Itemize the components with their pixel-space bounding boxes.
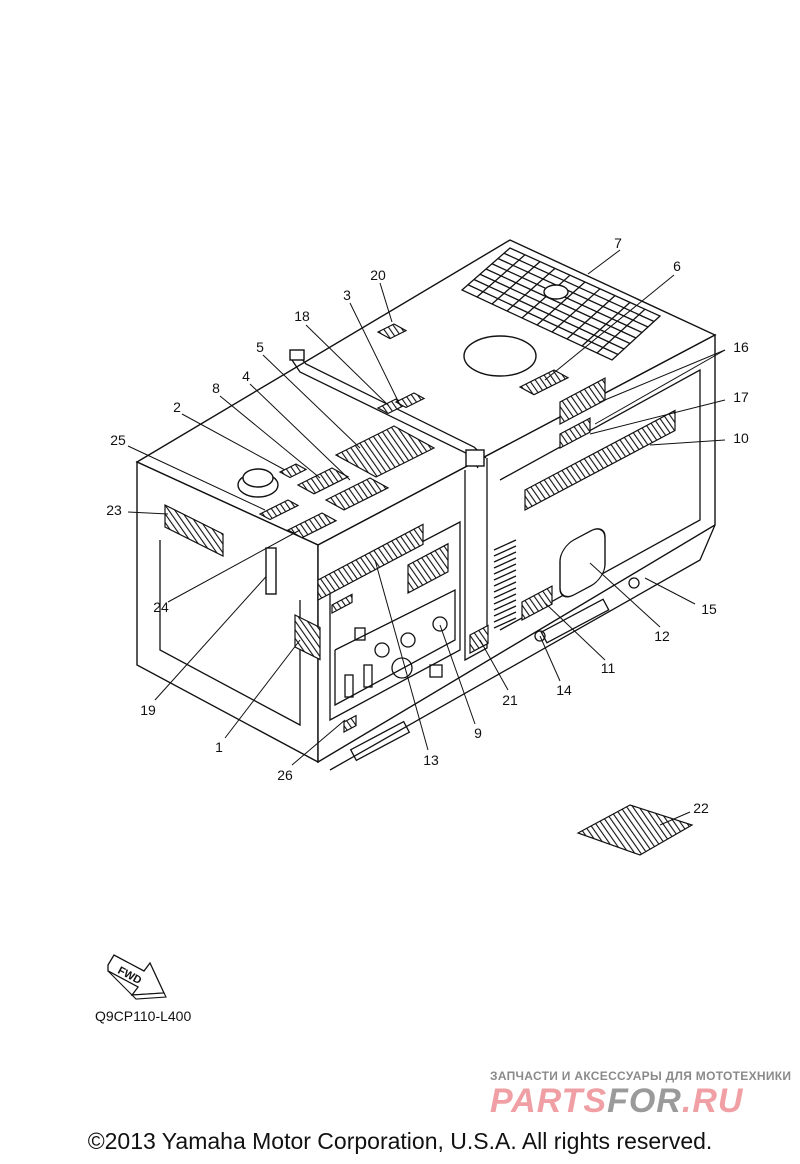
callout-13: 13 (423, 752, 439, 768)
grille-rib (581, 301, 631, 347)
fuel-cap (237, 468, 279, 498)
vent-slot (493, 563, 517, 575)
callout-10: 10 (733, 430, 749, 446)
grille-rib (566, 295, 616, 340)
grille-rib (491, 261, 541, 305)
copyright: ©2013 Yamaha Motor Corporation, U.S.A. A… (87, 1128, 713, 1154)
grille-rib (506, 267, 556, 312)
handle-recess (559, 528, 606, 598)
decal-3 (394, 392, 426, 409)
callout-24: 24 (153, 599, 169, 615)
decal-2 (278, 463, 308, 479)
vent-slot (493, 599, 517, 611)
decal-small (331, 593, 353, 614)
small-cap (543, 284, 569, 300)
callout-16: 16 (733, 339, 749, 355)
lifting-handle (289, 349, 487, 469)
callout-15: 15 (701, 601, 717, 617)
vent-slot (493, 557, 517, 569)
vent-grille (460, 247, 662, 361)
vent-slot (493, 617, 517, 629)
decal-9 (407, 542, 449, 594)
callout-25: 25 (110, 432, 126, 448)
callouts: 1 2 3 4 5 6 7 8 9 10 11 12 13 14 15 16 1… (106, 235, 749, 816)
callout-3: 3 (343, 287, 351, 303)
decal-23 (164, 504, 224, 557)
callout-12: 12 (654, 628, 670, 644)
callout-11: 11 (601, 660, 616, 676)
decal-17 (559, 417, 591, 449)
decal-26 (343, 714, 357, 733)
radiator-cap (463, 335, 537, 377)
decal-11 (521, 585, 553, 621)
grille-rib (551, 288, 601, 333)
callout-22: 22 (693, 800, 709, 816)
decal-25 (258, 499, 300, 521)
watermark-tagline: ЗАПЧАСТИ И АКСЕССУАРЫ ДЛЯ МОТОТЕХНИКИ (490, 1069, 792, 1083)
decal-8 (296, 467, 350, 495)
vent-slot (493, 551, 517, 563)
watermark-brand-ru: .RU (681, 1082, 744, 1120)
decal-5 (334, 425, 436, 478)
vent-slot (493, 605, 517, 617)
callout-23: 23 (106, 502, 122, 518)
callout-4: 4 (242, 368, 250, 384)
vent-slot (493, 539, 517, 551)
callout-20: 20 (370, 267, 386, 283)
callout-14: 14 (556, 682, 572, 698)
callout-17: 17 (733, 389, 749, 405)
decal-10 (524, 409, 676, 511)
callout-8: 8 (212, 380, 220, 396)
generator-body (135, 239, 717, 771)
callout-6: 6 (673, 258, 681, 274)
callout-5: 5 (256, 339, 264, 355)
decal-4 (324, 477, 390, 511)
watermark-brand: PARTSFOR.RU (490, 1082, 743, 1121)
vent-slot (493, 545, 517, 557)
vent-slot (493, 611, 517, 623)
decal-20 (376, 323, 408, 340)
decal-21 (469, 624, 489, 654)
callout-19: 19 (140, 702, 156, 718)
decal-22 (576, 804, 694, 856)
callout-1: 1 (215, 739, 223, 755)
decal-19 (265, 547, 277, 595)
vent-slot (493, 593, 517, 605)
vent-slot (493, 581, 517, 593)
part-code: Q9CP110-L400 (95, 1008, 192, 1024)
grille-rib (536, 281, 586, 326)
callout-9: 9 (474, 725, 482, 741)
vent-slot (493, 575, 517, 587)
decal-24 (286, 512, 338, 539)
grille-rib (476, 254, 526, 298)
decal-13 (317, 523, 424, 601)
vent-slot (493, 569, 517, 581)
watermark-brand-for: FOR (607, 1082, 682, 1120)
label-decals (164, 323, 676, 733)
grille-rib (596, 308, 646, 354)
callout-2: 2 (173, 399, 181, 415)
fwd-arrow-icon: FWD (107, 954, 167, 1000)
decal-6 (518, 369, 570, 396)
callout-7: 7 (614, 235, 622, 251)
callout-21: 21 (502, 692, 518, 708)
vent-slot (493, 587, 517, 599)
callout-26: 26 (277, 767, 293, 783)
callout-18: 18 (294, 308, 310, 324)
decal-1 (294, 614, 321, 661)
watermark-brand-parts: PARTS (490, 1082, 608, 1120)
leader-lines (127, 249, 726, 826)
side-vents (493, 539, 517, 629)
